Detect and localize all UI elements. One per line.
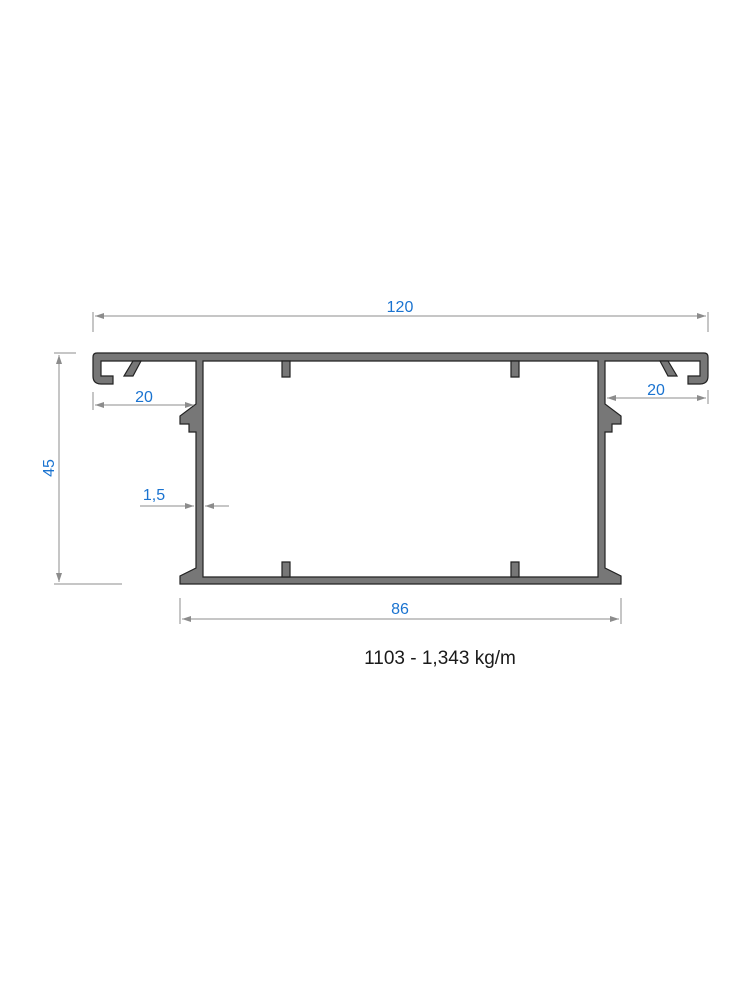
dimension-label-inner-width: 86	[391, 601, 409, 618]
profile-section	[92, 352, 709, 585]
dimension-inner-width: 86	[179, 598, 622, 624]
rib-bottom-left	[281, 561, 291, 578]
right-flange-hook	[659, 360, 679, 377]
rib-top-right	[510, 360, 520, 378]
dimension-height: 45	[41, 352, 122, 585]
rib-bottom-right	[510, 561, 520, 578]
dimension-label-left-flange: 20	[135, 389, 153, 406]
profile-caption: 1103 - 1,343 kg/m	[364, 648, 516, 669]
dimension-left-flange: 20	[92, 389, 194, 410]
rib-top-left	[281, 360, 291, 378]
left-flange-hook	[122, 360, 142, 377]
dimension-label-right-flange: 20	[647, 382, 665, 399]
dimension-label-wall-thickness: 1,5	[143, 487, 165, 504]
dimension-label-height: 45	[41, 459, 58, 477]
dimension-label-overall-width: 120	[387, 299, 414, 316]
dimension-overall-width: 120	[92, 299, 709, 332]
dimension-right-flange: 20	[607, 382, 709, 404]
dimension-wall-thickness: 1,5	[140, 487, 229, 509]
